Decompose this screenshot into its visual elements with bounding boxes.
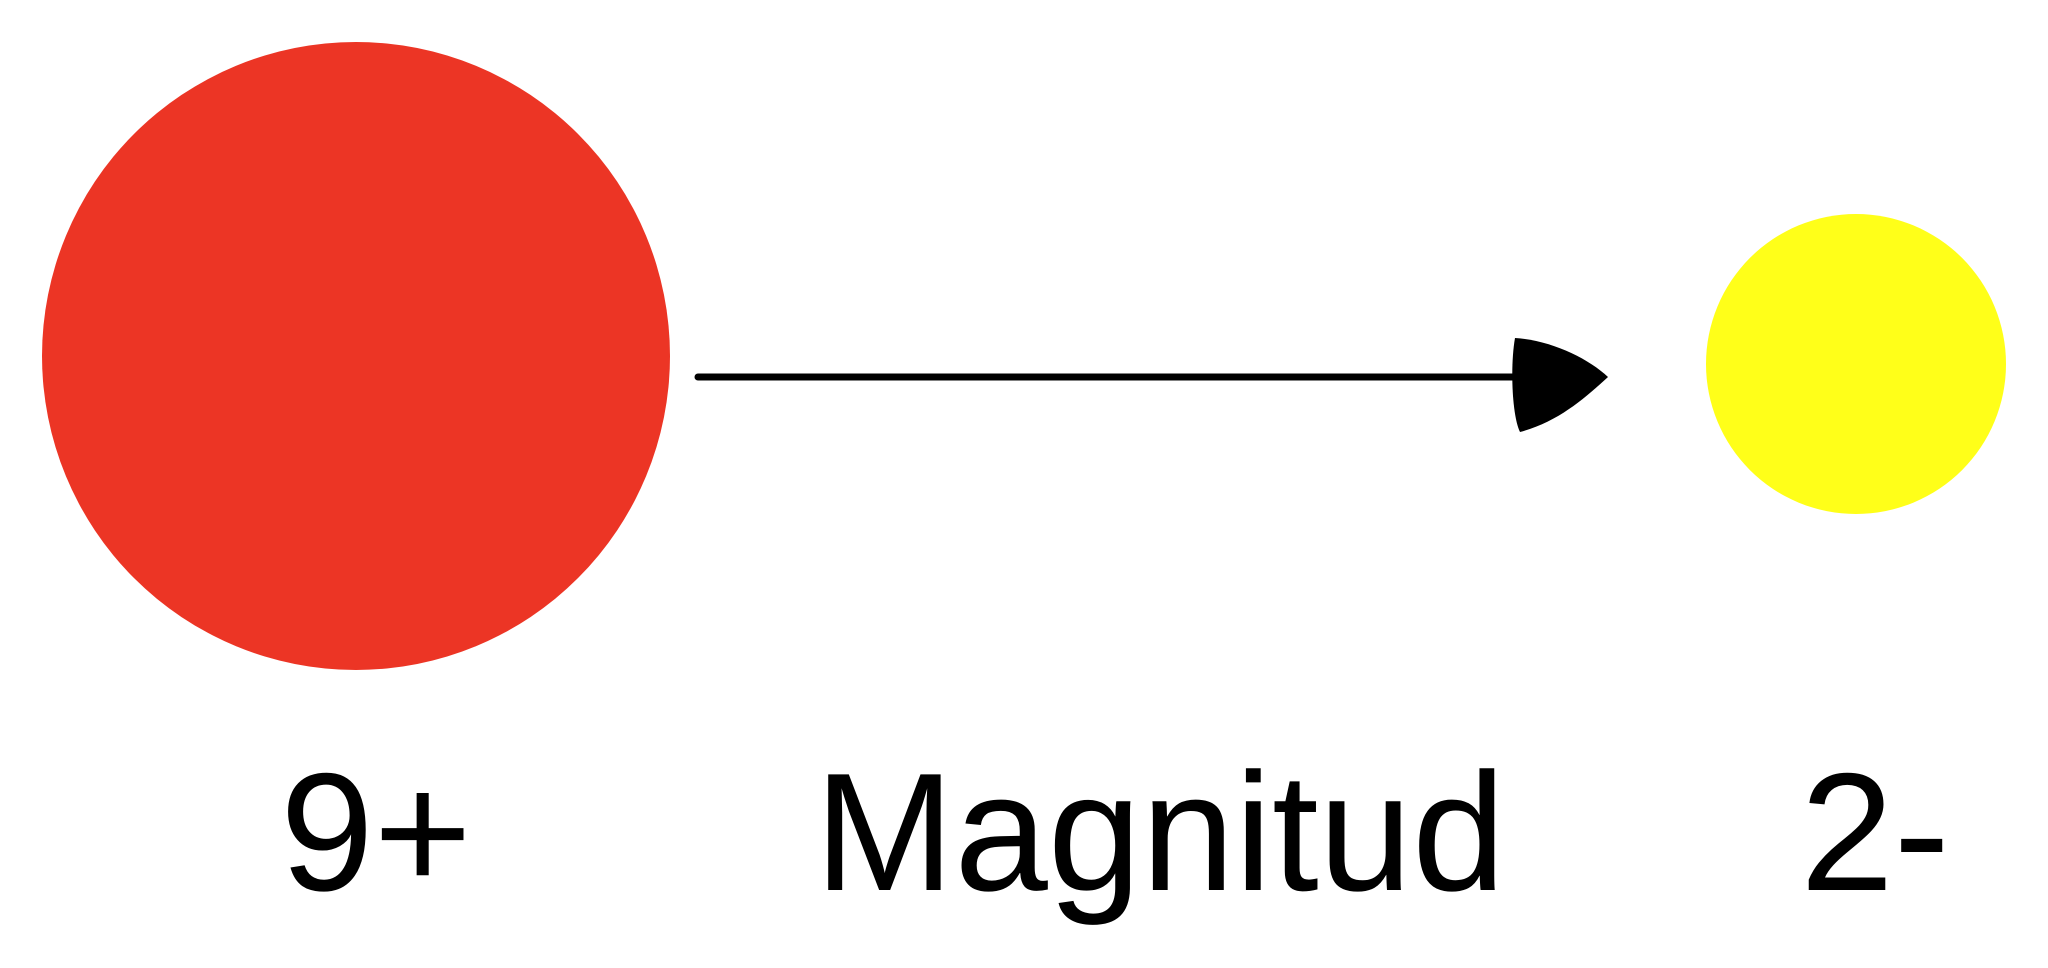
label-low-magnitude: 2- <box>1800 738 1950 926</box>
large-red-circle <box>42 42 670 670</box>
label-high-magnitude: 9+ <box>280 738 472 926</box>
small-yellow-circle <box>1706 214 2006 514</box>
label-magnitude: Magnitud <box>814 738 1506 926</box>
arrow-head <box>1512 338 1608 432</box>
right-arrow-icon <box>694 338 1608 432</box>
